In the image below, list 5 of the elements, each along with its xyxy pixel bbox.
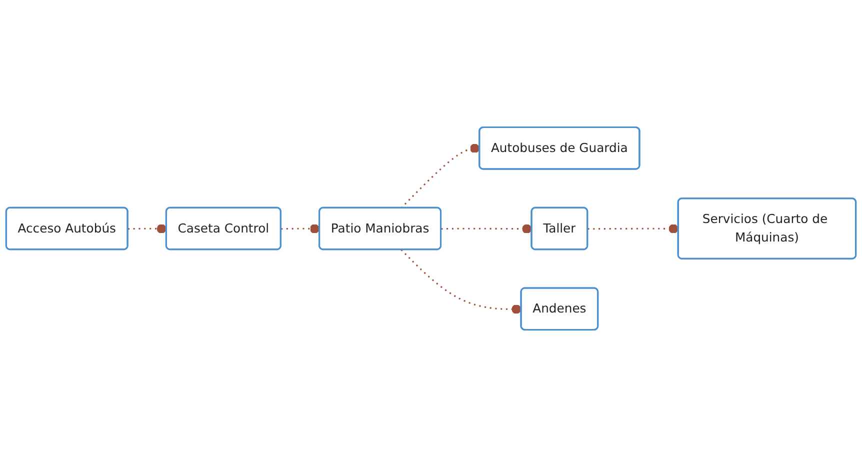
connector: [281, 224, 320, 234]
connector: [588, 224, 679, 234]
connector: [400, 249, 522, 314]
connector: [400, 144, 480, 209]
connector: [441, 224, 532, 234]
